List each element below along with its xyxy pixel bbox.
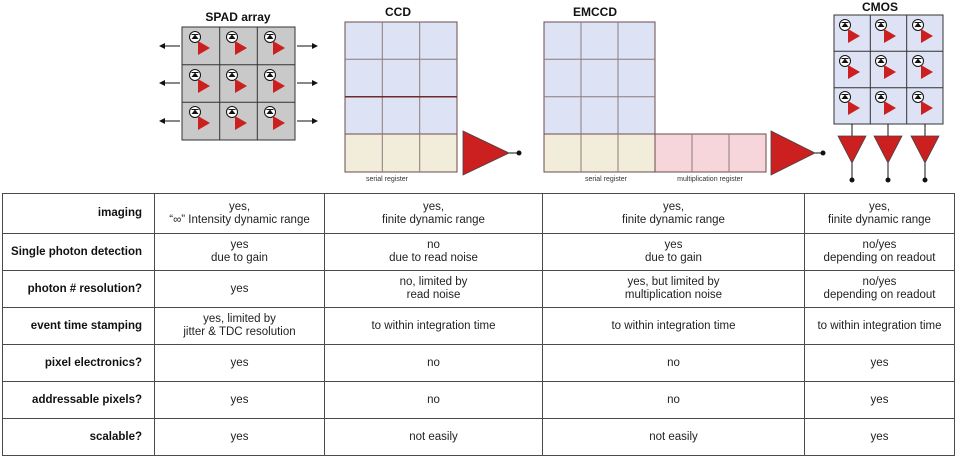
- table-cell: yes: [154, 418, 325, 456]
- row-header: scalable?: [2, 418, 155, 456]
- table-cell: yes: [154, 344, 325, 382]
- table-cell: not easily: [542, 418, 805, 456]
- table-cell: not easily: [324, 418, 543, 456]
- cmos-title: CMOS: [862, 0, 898, 14]
- table-row: event time stamping yes, limited by jitt…: [2, 307, 955, 345]
- table-cell: yes, “∞” Intensity dynamic range: [154, 193, 325, 234]
- readout-arrow-icon: [159, 43, 318, 124]
- row-header: imaging: [2, 193, 155, 234]
- table-cell: no: [542, 381, 805, 419]
- table-cell: yes due to gain: [154, 233, 325, 271]
- ccd-serial-register-label: serial register: [366, 176, 409, 183]
- ccd-sensor: CCD serial register: [344, 5, 522, 183]
- table-cell: yes: [154, 270, 325, 308]
- table-cell: no/yes depending on readout: [804, 233, 955, 271]
- table-cell: no due to read noise: [324, 233, 543, 271]
- table-cell: yes: [804, 381, 955, 419]
- column-amplifier-icon: [837, 124, 940, 183]
- cmos-sensor: CMOS: [833, 0, 944, 183]
- table-cell: no: [542, 344, 805, 382]
- table-cell: to within integration time: [542, 307, 805, 345]
- row-header: photon # resolution?: [2, 270, 155, 308]
- emccd-title: EMCCD: [573, 5, 617, 19]
- spad-array: SPAD array: [159, 10, 318, 141]
- comparison-table: imaging yes, “∞” Intensity dynamic range…: [2, 193, 955, 456]
- table-cell: yes: [804, 344, 955, 382]
- table-row: addressable pixels? yes no no yes: [2, 381, 955, 419]
- table-cell: yes due to gain: [542, 233, 805, 271]
- emccd-sensor: EMCCD serial register multiplication reg…: [543, 5, 826, 183]
- table-cell: no/yes depending on readout: [804, 270, 955, 308]
- spad-array-title: SPAD array: [205, 10, 270, 24]
- row-header: pixel electronics?: [2, 344, 155, 382]
- row-header: addressable pixels?: [2, 381, 155, 419]
- row-header: event time stamping: [2, 307, 155, 345]
- table-cell: yes, limited by jitter & TDC resolution: [154, 307, 325, 345]
- amplifier-icon: [462, 130, 522, 176]
- table-cell: yes: [154, 381, 325, 419]
- emccd-serial-register-label: serial register: [585, 176, 628, 183]
- amplifier-icon: [770, 130, 826, 176]
- table-cell: yes, finite dynamic range: [542, 193, 805, 234]
- ccd-title: CCD: [385, 5, 411, 19]
- table-cell: no: [324, 381, 543, 419]
- table-cell: yes, finite dynamic range: [804, 193, 955, 234]
- table-cell: to within integration time: [804, 307, 955, 345]
- table-cell: to within integration time: [324, 307, 543, 345]
- table-row: scalable? yes not easily not easily yes: [2, 418, 955, 456]
- row-header: Single photon detection: [2, 233, 155, 271]
- table-row: imaging yes, “∞” Intensity dynamic range…: [2, 193, 955, 234]
- table-row: pixel electronics? yes no no yes: [2, 344, 955, 382]
- table-row: photon # resolution? yes no, limited by …: [2, 270, 955, 308]
- table-cell: no: [324, 344, 543, 382]
- table-row: Single photon detection yes due to gain …: [2, 233, 955, 271]
- table-cell: yes: [804, 418, 955, 456]
- table-cell: no, limited by read noise: [324, 270, 543, 308]
- sensor-architecture-diagram: SPAD array CCD serial register: [159, 0, 944, 183]
- table-cell: yes, finite dynamic range: [324, 193, 543, 234]
- table-cell: yes, but limited by multiplication noise: [542, 270, 805, 308]
- emccd-multiplication-register-label: multiplication register: [677, 176, 743, 183]
